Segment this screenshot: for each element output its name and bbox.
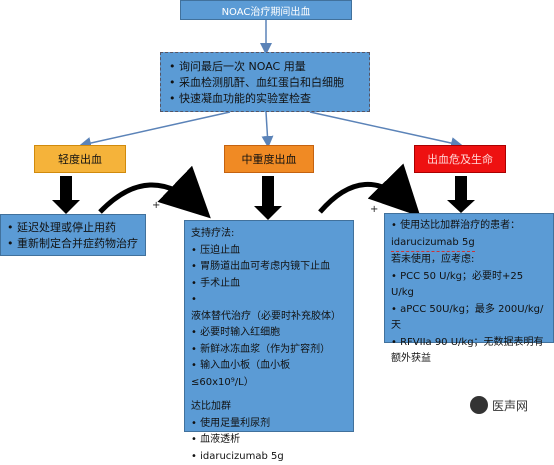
moderate-action: idarucizumab 5g <box>191 449 347 465</box>
severe-header: 使用达比加群治疗的患者： <box>391 218 547 235</box>
mild-action: 重新制定合并症药物治疗 <box>7 236 139 252</box>
moderate-actions-box: 支持疗法: 压迫止血 胃肠道出血可考虑内镜下止血 手术止血 液体替代治疗（必要时… <box>184 220 354 432</box>
assessment-item: 询问最后一次 NOAC 用量 <box>169 59 361 75</box>
moderate-action: 新鲜冰冻血浆（作为扩容剂） <box>191 342 347 359</box>
plus-sign-2: + <box>370 204 378 215</box>
severe-action: RFVIIa 90 U/kg；无数据表明有额外获益 <box>391 335 547 368</box>
arrow-to-moderate <box>266 112 268 145</box>
arrow-to-mild <box>82 112 230 145</box>
moderate-action: 输入血小板（血小板≤60x10⁹/L） <box>191 358 347 391</box>
moderate-action: 必要时输入红细胞 <box>191 325 347 342</box>
severe-action: PCC 50 U/kg；必要时+25 U/kg <box>391 269 547 302</box>
moderate-header-dabigatran: 达比加群 <box>191 399 347 416</box>
severe-actions-box: 使用达比加群治疗的患者： idarucizumab 5g 若未使用，应考虑: P… <box>384 213 554 343</box>
moderate-action: 胃肠道出血可考虑内镜下止血 <box>191 259 347 276</box>
moderate-action: 血液透析 <box>191 432 347 449</box>
mild-action: 延迟处理或停止用药 <box>7 220 139 236</box>
level-moderate: 中重度出血 <box>224 145 314 173</box>
thick-arrow-moderate <box>254 176 282 220</box>
assessment-item: 快速凝血功能的实验室检查 <box>169 91 361 107</box>
moderate-action: 液体替代治疗（必要时补充胶体） <box>191 292 347 325</box>
wechat-icon <box>470 396 488 414</box>
level-mild: 轻度出血 <box>34 145 126 173</box>
severe-action: aPCC 50U/kg；最多 200U/kg/天 <box>391 302 547 335</box>
thick-arrow-severe <box>447 176 475 213</box>
thick-arrow-mild <box>52 176 80 214</box>
watermark-text: 医声网 <box>492 397 528 414</box>
curve-arrow-moderate-to-severe <box>320 184 410 212</box>
page-title: NOAC治疗期间出血 <box>180 0 352 20</box>
severe-alt-header: 若未使用，应考虑: <box>391 252 547 269</box>
mild-actions-box: 延迟处理或停止用药 重新制定合并症药物治疗 <box>0 214 146 256</box>
plus-sign-1: + <box>152 200 160 211</box>
moderate-action: 压迫止血 <box>191 243 347 260</box>
moderate-action: 手术止血 <box>191 276 347 293</box>
arrow-to-severe <box>310 112 460 145</box>
watermark: 医声网 <box>470 396 528 414</box>
assessment-item: 采血检测肌酐、血红蛋白和白细胞 <box>169 75 361 91</box>
moderate-header-support: 支持疗法: <box>191 226 347 243</box>
assessment-box: 询问最后一次 NOAC 用量 采血检测肌酐、血红蛋白和白细胞 快速凝血功能的实验… <box>160 52 370 112</box>
level-severe: 出血危及生命 <box>414 145 506 173</box>
curve-arrow-mild-to-moderate <box>100 185 200 212</box>
severe-drug: idarucizumab 5g <box>391 235 475 253</box>
